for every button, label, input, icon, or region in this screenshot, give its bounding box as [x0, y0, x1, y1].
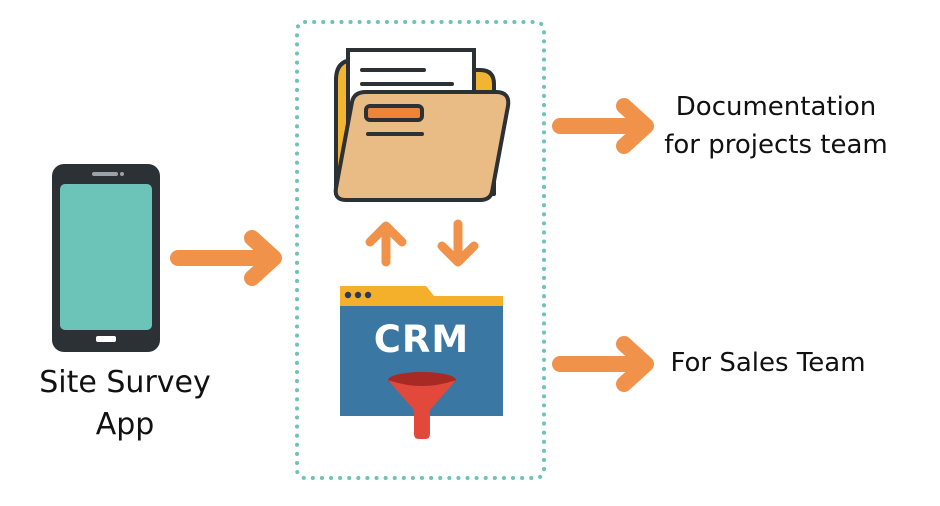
crm-window-funnel-icon	[340, 286, 503, 439]
documentation-label-line2: for projects team	[664, 130, 888, 160]
survey-app-label: Site Survey App	[20, 362, 230, 446]
arrow-right-icon	[170, 230, 282, 286]
sales-team-label: For Sales Team	[670, 348, 866, 378]
arrow-up-icon	[365, 221, 407, 267]
survey-app-label-line1: Site Survey	[39, 365, 211, 400]
crm-title: CRM	[373, 318, 470, 361]
documentation-label: Documentation for projects team	[646, 88, 906, 164]
folder-documents-icon	[333, 48, 511, 202]
repository-dotted-container	[295, 20, 546, 480]
arrow-right-icon	[552, 336, 654, 392]
survey-app-label-line2: App	[95, 407, 155, 442]
documentation-label-line1: Documentation	[675, 92, 877, 122]
smartphone-icon	[52, 164, 160, 352]
arrow-right-icon	[552, 98, 654, 154]
arrow-down-icon	[437, 219, 479, 267]
